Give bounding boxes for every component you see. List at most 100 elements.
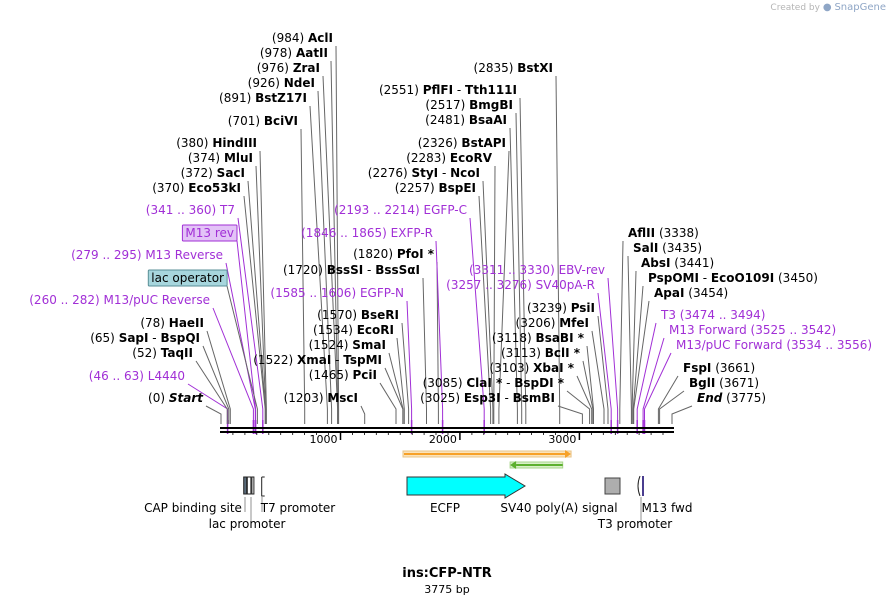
leader-mfei (591, 330, 605, 424)
leader-aatii (330, 60, 339, 424)
feature-label-m13-fwd[interactable]: M13 fwd (642, 501, 693, 515)
site-start[interactable]: (0) Start (148, 391, 204, 405)
site-bsssi[interactable]: (1720) BssSI - BssSαI (283, 263, 420, 277)
leader-xbai (576, 375, 593, 424)
site-ecorv[interactable]: (2283) EcoRV (406, 151, 493, 165)
site-m13-reverse[interactable]: (279 .. 295) M13 Reverse (71, 248, 223, 262)
feature-label-cap-binding-site[interactable]: CAP binding site (144, 501, 242, 515)
m13-fwd-feature[interactable] (642, 476, 644, 496)
site-exfp-r[interactable]: (1846 .. 1865) EXFP-R (301, 226, 433, 240)
leader-bseri (401, 322, 410, 424)
site-zrai[interactable]: (976) ZraI (257, 61, 320, 75)
lac-promoter-feature[interactable] (246, 476, 252, 495)
site-pcii[interactable]: (1465) PciI (309, 368, 377, 382)
ecfp-feature-arrow[interactable] (406, 473, 526, 499)
feature-label-t3-promoter[interactable]: T3 promoter (597, 517, 673, 531)
leader-egfp-c (469, 217, 485, 424)
lac-operator-label[interactable]: lac operator (151, 271, 224, 285)
sv40-polya-feature[interactable] (604, 477, 621, 495)
site-bcivi[interactable]: (701) BciVI (228, 114, 298, 128)
leader-hindiii (259, 150, 267, 424)
watermark-brand: SnapGene (834, 2, 886, 13)
site-hindiii[interactable]: (380) HindIII (176, 136, 257, 150)
site-mlui[interactable]: (374) MluI (188, 151, 253, 165)
site-bcli[interactable]: (3113) BclI * (501, 346, 581, 360)
site-clai[interactable]: (3085) ClaI * - BspDI * (423, 376, 565, 390)
site-styi[interactable]: (2276) StyI - NcoI (368, 166, 480, 180)
site-smai[interactable]: (1524) SmaI (309, 338, 386, 352)
lac-operator-box (147, 269, 228, 287)
dna-backbone (220, 427, 674, 433)
feature-label-t7-promoter[interactable]: T7 promoter (260, 501, 336, 515)
leader-m13-puc-forward (644, 352, 672, 424)
site-l4440[interactable]: (46 .. 63) L4440 (89, 369, 185, 383)
site-xmai[interactable]: (1522) XmaI - TspMI (253, 353, 382, 367)
site-saci[interactable]: (372) SacI (181, 166, 245, 180)
site-msci[interactable]: (1203) MscI (284, 391, 358, 405)
site-t3[interactable]: T3 (3474 .. 3494) (660, 308, 765, 322)
site-bsaai[interactable]: (2481) BsaAI (425, 113, 507, 127)
site-egfp-c[interactable]: (2193 .. 2214) EGFP-C (334, 203, 467, 217)
site-haeii[interactable]: (78) HaeII (140, 316, 204, 330)
site-apai[interactable]: ApaI (3454) (654, 286, 728, 300)
leader-bstapi (498, 150, 510, 424)
leader-taqii (195, 360, 228, 424)
site-aatii[interactable]: (978) AatII (260, 46, 328, 60)
t7-promoter-feature[interactable] (261, 476, 265, 497)
site-egfp-n[interactable]: (1585 .. 1606) EGFP-N (270, 286, 404, 300)
map-title: ins:CFP-NTR (402, 566, 492, 581)
site-ebv-rev[interactable]: (3311 .. 3330) EBV-rev (469, 263, 605, 277)
leader-bstxi (555, 75, 561, 424)
site-bstz17i[interactable]: (891) BstZ17I (219, 91, 307, 105)
site-bstapi[interactable]: (2326) BstAPI (418, 136, 506, 150)
feature-label-ecfp[interactable]: ECFP (430, 501, 460, 515)
site-bsabi[interactable]: (3118) BsaBI * (492, 331, 585, 345)
site-pspomi[interactable]: PspOMI - EcoO109I (3450) (648, 271, 818, 285)
site-t7[interactable]: (341 .. 360) T7 (146, 203, 235, 217)
m13-rev-label[interactable]: M13 rev (185, 226, 234, 240)
site-bmgbi[interactable]: (2517) BmgBI (425, 98, 513, 112)
leader-ebv-rev (607, 277, 619, 424)
site-m13-puc-reverse[interactable]: (260 .. 282) M13/pUC Reverse (29, 293, 210, 307)
site-end[interactable]: End (3775) (697, 391, 766, 405)
site-xbai[interactable]: (3103) XbaI * (489, 361, 574, 375)
leader-ecori (396, 337, 405, 424)
site-pfoi[interactable]: (1820) PfoI * (353, 247, 435, 261)
leader-esp3i (557, 405, 583, 424)
leader-bsaai (509, 127, 518, 424)
leader-sv40pa-r (597, 292, 612, 424)
site-bseri[interactable]: (1570) BseRI (317, 308, 399, 322)
leader-ecorv (493, 165, 496, 424)
site-bstxi[interactable]: (2835) BstXI (474, 61, 553, 75)
site-ecori[interactable]: (1534) EcoRI (313, 323, 394, 337)
site-bspei[interactable]: (2257) BspEI (395, 181, 476, 195)
site-m13-puc-forward[interactable]: M13/pUC Forward (3534 .. 3556) (676, 338, 872, 352)
snapgene-logo-icon: ● (822, 2, 832, 13)
site-pflfi[interactable]: (2551) PflFI - Tth111I (379, 83, 517, 97)
site-m13-forward[interactable]: M13 Forward (3525 .. 3542) (669, 323, 836, 337)
site-eco53ki[interactable]: (370) Eco53kI (152, 181, 241, 195)
site-mfei[interactable]: (3206) MfeI (516, 316, 589, 330)
site-sali[interactable]: SalI (3435) (633, 241, 702, 255)
site-sv40pa-r[interactable]: (3257 .. 3276) SV40pA-R (446, 278, 595, 292)
feature-label-lac-promoter[interactable]: lac promoter (209, 517, 286, 531)
site-taqii[interactable]: (52) TaqII (132, 346, 193, 360)
site-absi[interactable]: AbsI (3441) (641, 256, 714, 270)
site-bgli[interactable]: BglI (3671) (689, 376, 759, 390)
feature-labels: CAP binding site T7 promoter lac promoter E… (144, 501, 692, 531)
site-sapi[interactable]: (65) SapI - BspQI (90, 331, 200, 345)
t3-promoter-feature[interactable] (637, 475, 641, 497)
tick-label-2000: 2000 (429, 433, 457, 446)
site-aflii[interactable]: AflII (3338) (628, 226, 699, 240)
site-fspi[interactable]: FspI (3661) (683, 361, 755, 375)
lac-operator-feature[interactable] (251, 476, 255, 495)
feature-label-sv40-poly-a-signal[interactable]: SV40 poly(A) signal (500, 501, 617, 515)
leader-start (205, 405, 222, 424)
leader-smai (388, 352, 404, 424)
site-ndei[interactable]: (926) NdeI (248, 76, 315, 90)
leader-m13-forward (642, 337, 665, 424)
site-psii[interactable]: (3239) PsiI (527, 301, 595, 315)
site-acli[interactable]: (984) AclI (272, 31, 333, 45)
cap-binding-site-feature[interactable] (243, 476, 248, 495)
site-esp3i[interactable]: (3025) Esp3I - BsmBI (420, 391, 555, 405)
